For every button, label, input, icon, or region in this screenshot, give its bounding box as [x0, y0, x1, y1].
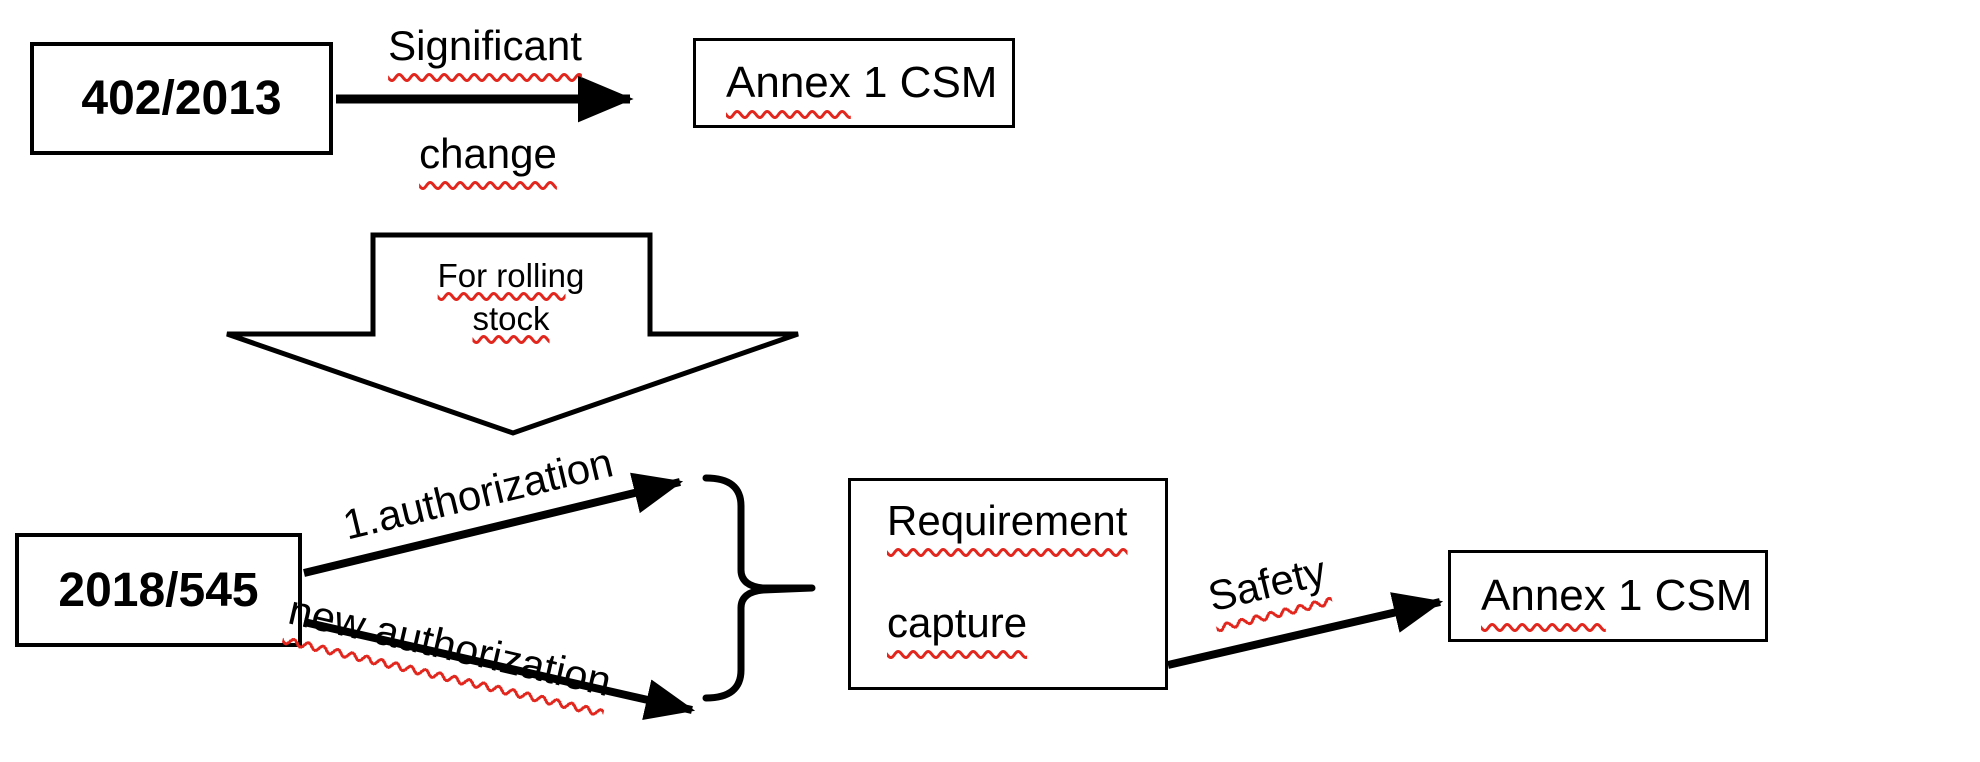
label-stock[interactable]: stock [472, 300, 550, 337]
capture-line: capture [887, 599, 1028, 646]
requirement-line: Requirement [887, 497, 1128, 544]
first-authorization-arrow[interactable] [303, 472, 684, 577]
box-annex-csm-bottom[interactable]: Annex 1 CSM [1448, 550, 1768, 642]
box-annex-csm-bottom-label: Annex 1 CSM [1481, 571, 1753, 620]
box-requirement-capture[interactable]: Requirement capture [848, 478, 1168, 690]
box-402-2013[interactable]: 402/2013 [30, 42, 333, 155]
curly-brace[interactable] [702, 474, 816, 702]
box-2018-545-label: 2018/545 [58, 563, 259, 617]
label-significant[interactable]: Significant [388, 22, 582, 69]
box-402-2013-label: 402/2013 [81, 72, 282, 125]
new-authorization-arrow[interactable] [303, 618, 696, 721]
label-change[interactable]: change [419, 130, 557, 177]
rolling-stock-block-arrow[interactable] [226, 232, 799, 436]
box-2018-545[interactable]: 2018/545 [15, 533, 302, 647]
label-for-rolling[interactable]: For rolling [437, 257, 585, 294]
box-annex-csm-top-label: Annex 1 CSM [726, 58, 998, 107]
box-annex-csm-top[interactable]: Annex 1 CSM [693, 38, 1015, 128]
safety-arrow[interactable] [1167, 592, 1444, 669]
